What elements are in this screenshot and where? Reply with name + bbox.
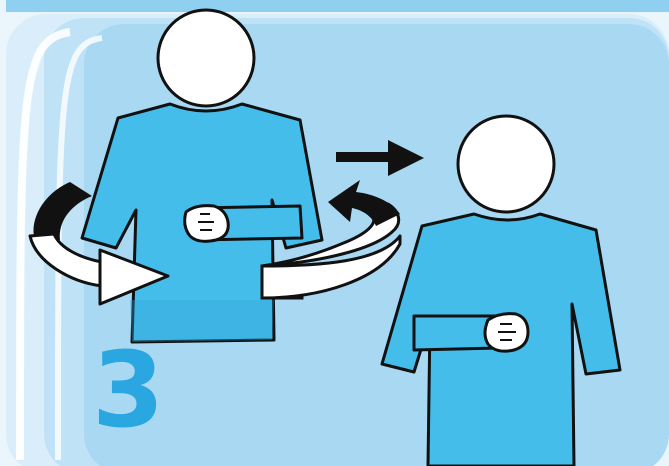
head — [458, 116, 554, 212]
fist — [185, 206, 229, 242]
step-number: 3 — [92, 338, 162, 442]
head — [158, 10, 254, 106]
